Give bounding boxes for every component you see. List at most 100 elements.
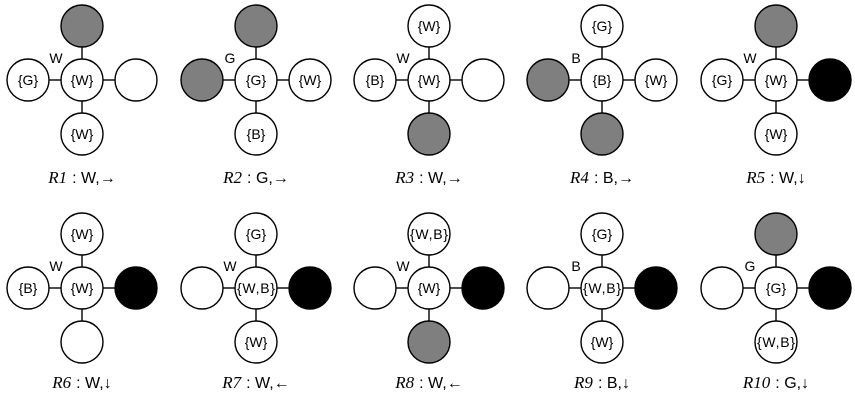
- rule-r1: {W}{W}{G}WR1: W,→: [6, 4, 158, 187]
- rule-body: : B,↓: [598, 375, 630, 392]
- rule-r2: {G} {W} {B} G R2 : G,→: [180, 4, 332, 187]
- rule-caption: R5 : W,↓: [745, 168, 805, 187]
- south-node-label: {W,B}: [757, 334, 795, 350]
- north-node: [754, 4, 798, 48]
- east-node: [808, 58, 852, 102]
- north-node: [60, 212, 104, 256]
- center-node-label: {W,B}: [237, 280, 275, 296]
- light-label: B: [571, 258, 580, 274]
- south-node-label: {B}: [247, 126, 266, 142]
- center-node-label: {B}: [593, 72, 612, 88]
- east-node: [114, 266, 158, 310]
- north-node: [754, 212, 798, 256]
- light-label: W: [743, 50, 757, 66]
- center-node: [407, 266, 451, 310]
- south-node-label: {W}: [71, 126, 94, 142]
- center-node: [407, 58, 451, 102]
- center-node-label: {W}: [71, 280, 94, 296]
- rule-name: R4: [569, 168, 589, 187]
- north-node: [580, 4, 624, 48]
- rule-caption: R9: B,↓: [573, 373, 630, 392]
- rule-name: R8: [394, 373, 414, 392]
- light-label: G: [225, 50, 236, 66]
- center-node-label: {W,B}: [583, 280, 621, 296]
- rule-caption: R3: W,→: [394, 168, 462, 187]
- east-node-label: {W}: [645, 72, 668, 88]
- north-node: [580, 212, 624, 256]
- south-node-label: {W}: [765, 126, 788, 142]
- center-node-label: {W}: [418, 280, 441, 296]
- rule-body: : W,←: [419, 375, 463, 392]
- west-node: [6, 58, 50, 102]
- rule-name: R10: [742, 373, 771, 392]
- center-node: [234, 266, 278, 310]
- rule-caption: R4 : B,→: [569, 168, 634, 187]
- north-node: [234, 212, 278, 256]
- south-node-label: {W}: [245, 334, 268, 350]
- rule-caption: R1: W,→: [47, 168, 115, 187]
- rule-name: R1: [47, 168, 67, 187]
- rule-caption: R7: W,←: [221, 373, 289, 392]
- north-node-label: {G}: [592, 18, 613, 34]
- west-node-label: {B}: [366, 72, 385, 88]
- north-node: [407, 212, 451, 256]
- rule-r6: {W}{W}{B}WR6: W,↓: [6, 212, 158, 392]
- rule-name: R2: [222, 168, 242, 187]
- rule-caption: R2 : G,→: [222, 168, 289, 187]
- north-node-label: {W}: [418, 18, 441, 34]
- rule-body: : G,↓: [775, 375, 809, 392]
- rule-body: : W,↓: [76, 375, 112, 392]
- rule-body: : W,↓: [770, 170, 806, 187]
- rule-r8: {W} {W,B}W R8 : W,←: [353, 212, 505, 392]
- north-node-label: {W,B}: [410, 226, 448, 242]
- south-node: [754, 112, 798, 156]
- light-label: W: [396, 258, 410, 274]
- center-node-label: {G}: [766, 280, 787, 296]
- center-node: [580, 266, 624, 310]
- center-node: [234, 58, 278, 102]
- west-node: [353, 266, 397, 310]
- rule-name: R5: [745, 168, 765, 187]
- rule-body: : B,→: [594, 170, 634, 187]
- center-node: [60, 58, 104, 102]
- rule-body: : W,←: [246, 375, 290, 392]
- light-label: W: [49, 50, 63, 66]
- rule-body: : G,→: [247, 170, 289, 187]
- rule-caption: R10: G,↓: [742, 373, 809, 392]
- south-node: [754, 320, 798, 364]
- west-node: [180, 266, 224, 310]
- light-label: B: [571, 50, 580, 66]
- center-node: [754, 58, 798, 102]
- east-node: [808, 266, 852, 310]
- north-node: [60, 4, 104, 48]
- center-node: [754, 266, 798, 310]
- west-node: [353, 58, 397, 102]
- west-node: [180, 58, 224, 102]
- north-node: [234, 4, 278, 48]
- rule-caption: R6 : W,↓: [51, 373, 111, 392]
- east-node: [288, 266, 332, 310]
- rule-name: R3: [394, 168, 414, 187]
- west-node-label: {G}: [18, 72, 39, 88]
- rule-r9: {W,B}{G}{W}BR9: B,↓: [526, 212, 678, 392]
- center-node-label: {W}: [765, 72, 788, 88]
- center-node-label: {G}: [246, 72, 267, 88]
- east-node: [461, 266, 505, 310]
- rule-r4: {B} {G} {W} B R4 : B,→: [526, 4, 678, 187]
- south-node: [407, 112, 451, 156]
- light-label: W: [49, 258, 63, 274]
- south-node: [234, 112, 278, 156]
- north-node-label: {G}: [246, 226, 267, 242]
- rule-r5: {W}{W}{G}WR5: W,↓: [700, 4, 852, 187]
- west-node: [526, 58, 570, 102]
- rule-r3: {W}{W}{B}WR3: W,→: [353, 4, 505, 187]
- rule-name: R6: [51, 373, 71, 392]
- rule-caption: R8 : W,←: [394, 373, 462, 392]
- north-node: [407, 4, 451, 48]
- light-label: W: [396, 50, 410, 66]
- east-node: [288, 58, 332, 102]
- west-node: [700, 266, 744, 310]
- east-node-label: {W}: [299, 72, 322, 88]
